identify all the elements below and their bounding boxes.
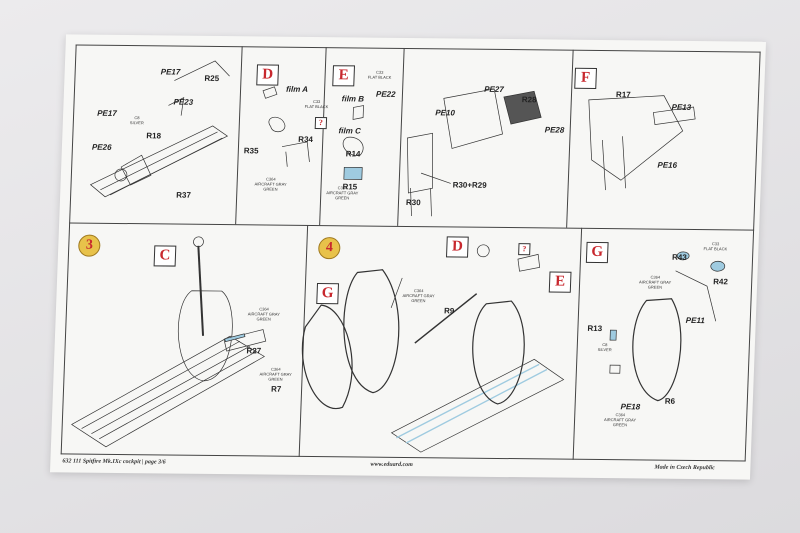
floor-assembly-3 [71,335,266,448]
part-pe13: PE13 [671,102,692,112]
part-r6: R6 [664,396,676,406]
part-r25: R25 [204,73,220,84]
part-pe22: PE22 [375,89,396,99]
part-pe16: PE16 [657,160,678,170]
part-r18: R18 [146,131,162,141]
rod-r9 [414,293,478,344]
part-r28: R28 [521,95,537,105]
footer-website: www.eduard.com [370,461,413,469]
part-pe18: PE18 [620,402,641,412]
film-a-label: film A [285,84,309,94]
part-r13: R13 [587,323,603,334]
part-r17: R17 [615,90,631,100]
bulkhead-4b [472,300,525,405]
part-r7: R7 [270,384,282,394]
part-pe27: PE27 [484,84,504,94]
armor-plate [443,88,503,149]
part-r37: R37 [176,190,192,200]
frame-g-step4 [301,304,353,410]
question-box-2: ? [518,243,531,256]
floor-assembly-4 [390,358,565,453]
part-r42: R42 [713,277,729,287]
part-r34: R34 [298,134,314,144]
section-letter-e: E [332,65,356,87]
instrument-r42 [710,260,726,272]
bulkhead-3 [177,290,233,382]
control-stick-base-top-left [114,168,128,182]
control-column-3 [197,245,205,336]
schematic-drawings [71,60,726,453]
section-letter-e-mid: E [548,271,572,293]
seat-mount-top-left [120,154,152,186]
section-letter-g: G [316,283,340,305]
part-r9: R9 [443,306,455,316]
gunsight-part-d [268,116,286,132]
section-letter-d: D [256,64,280,86]
frame-f [588,95,684,181]
question-box-1: ? [314,117,328,130]
part-pe23: PE23 [173,97,194,107]
part-pe11: PE11 [685,315,705,326]
part-pe10: PE10 [435,108,456,118]
part-r30: R30 [405,197,421,208]
section-letter-c: C [153,245,177,267]
film-b-label: film B [341,94,365,104]
section-letter-f: F [574,67,597,89]
bulkhead-4 [343,269,400,394]
footer-made-in: Made in Czech Republic [654,464,715,472]
part-pe26: PE26 [91,142,112,152]
part-r35: R35 [243,146,259,156]
part-r27: R27 [246,346,262,356]
part-r43: R43 [671,252,687,262]
part-r30r29: R30+R29 [452,180,487,190]
footer-title: 632 111 Spitfire Mk.IXc cockpit | page 3… [62,458,166,466]
part-pe28: PE28 [544,125,565,135]
instruction-sheet: 3 4 D E F C G D E G ? ? film A film B fi… [49,34,767,480]
frame-g-right [632,298,682,402]
gunsight-part-e [342,136,364,156]
part-r14: R14 [345,149,361,159]
section-letter-g-right: G [585,241,609,264]
part-pe17-a: PE17 [160,67,181,77]
film-c-label: film C [338,126,362,136]
instrument-r43 [676,251,690,261]
floor-frame-top-left [89,125,229,198]
seat-back [503,90,542,125]
part-pe17-b: PE17 [97,108,117,118]
section-letter-d-mid: D [445,236,469,258]
